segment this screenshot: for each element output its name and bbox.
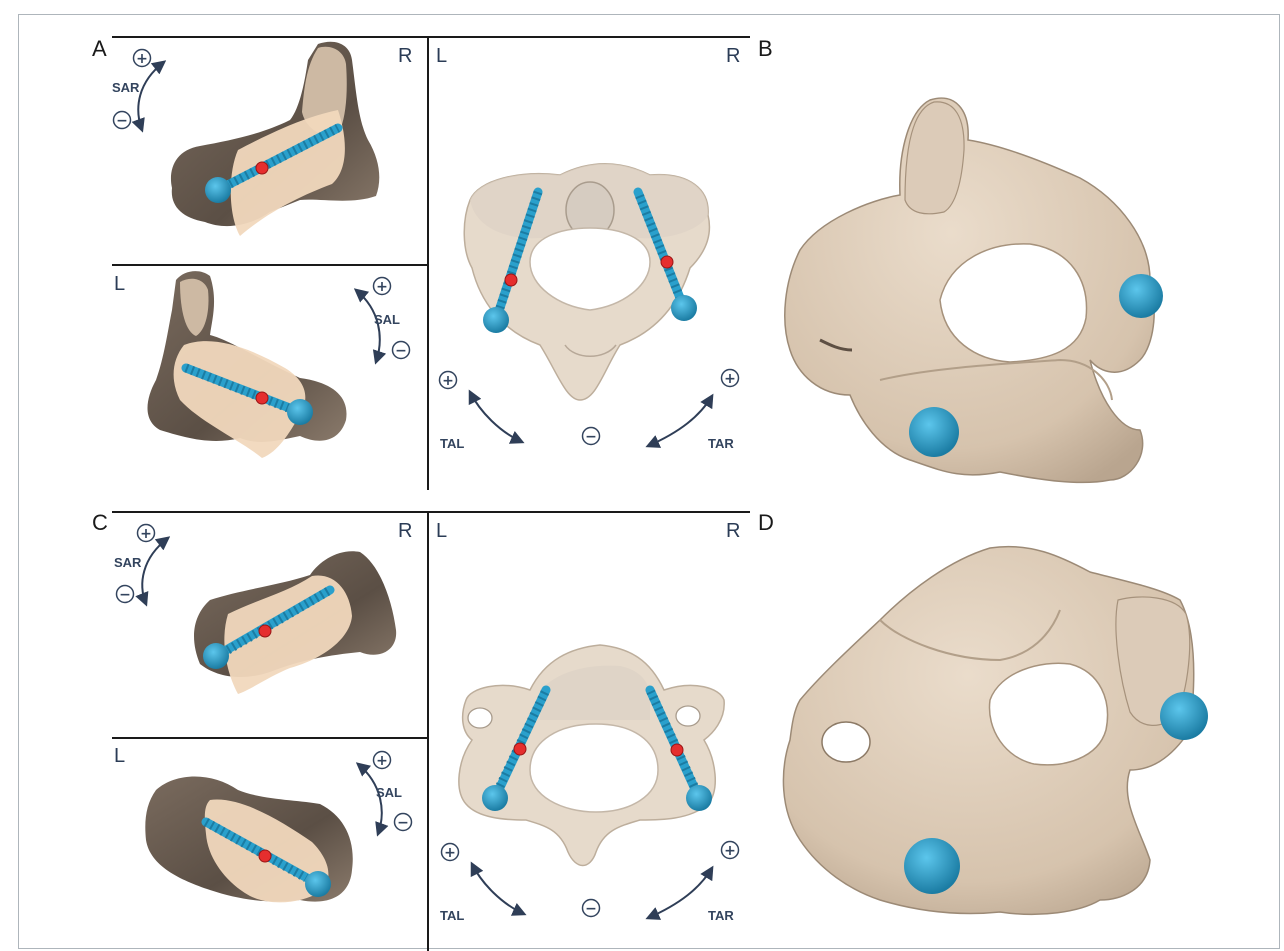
curved-arrow-icon bbox=[648, 868, 712, 918]
side-label-left-c3: L bbox=[436, 520, 447, 542]
vertebra-sagittal-right-c bbox=[194, 551, 396, 694]
screw-head-c2 bbox=[305, 871, 331, 897]
svg-text:−: − bbox=[585, 901, 597, 917]
svg-text:+: + bbox=[724, 843, 736, 859]
screw-head-a3-left bbox=[483, 307, 509, 333]
screw-head-c3-right bbox=[686, 785, 712, 811]
panel-label-d: D bbox=[758, 510, 774, 535]
entry-point-c2 bbox=[259, 850, 271, 862]
sal-indicator-c: + − SAL bbox=[358, 752, 412, 835]
tar-label-c: TAR bbox=[708, 908, 734, 923]
screw-head-a2 bbox=[287, 399, 313, 425]
screw-head-d-right bbox=[1160, 692, 1208, 740]
svg-text:+: + bbox=[444, 845, 456, 861]
vertebra-sagittal-right-a bbox=[171, 42, 379, 236]
tal-label-a: TAL bbox=[440, 436, 464, 451]
svg-text:−: − bbox=[395, 343, 407, 359]
svg-text:+: + bbox=[724, 371, 736, 387]
panel-label-a: A bbox=[92, 36, 107, 61]
curved-arrow-icon bbox=[648, 396, 712, 446]
svg-text:+: + bbox=[376, 279, 388, 295]
svg-text:−: − bbox=[119, 587, 131, 603]
sal-indicator-a: + − SAL bbox=[356, 278, 410, 363]
curved-arrow-icon bbox=[138, 62, 164, 130]
svg-text:−: − bbox=[397, 815, 409, 831]
screw-head-a3-right bbox=[671, 295, 697, 321]
sar-label-a: SAR bbox=[112, 80, 140, 95]
vertebra-sagittal-left-a bbox=[148, 271, 347, 458]
tal-label-c: TAL bbox=[440, 908, 464, 923]
panel-label-c: C bbox=[92, 510, 108, 535]
entry-point-a2 bbox=[256, 392, 268, 404]
curved-arrow-icon bbox=[470, 392, 522, 442]
entry-point-c3-right bbox=[671, 744, 683, 756]
tar-label-a: TAR bbox=[708, 436, 734, 451]
side-label-right-a1: R bbox=[398, 45, 412, 67]
entry-point-c1 bbox=[259, 625, 271, 637]
side-label-left-c2: L bbox=[114, 745, 125, 767]
svg-text:+: + bbox=[136, 51, 148, 67]
entry-point-a3-left bbox=[505, 274, 517, 286]
sal-label-a: SAL bbox=[374, 312, 400, 327]
svg-text:+: + bbox=[442, 373, 454, 389]
screw-head-a1 bbox=[205, 177, 231, 203]
screw-head-b-right bbox=[1119, 274, 1163, 318]
svg-text:−: − bbox=[116, 113, 128, 129]
sar-indicator-c: + − SAR bbox=[114, 525, 168, 605]
side-label-left-a3: L bbox=[436, 45, 447, 67]
entry-point-a3-right bbox=[661, 256, 673, 268]
curved-arrow-icon bbox=[142, 538, 168, 604]
side-label-right-c3: R bbox=[726, 520, 740, 542]
screw-head-c3-left bbox=[482, 785, 508, 811]
entry-point-c3-left bbox=[514, 743, 526, 755]
sar-indicator-a: + − SAR bbox=[112, 50, 164, 131]
side-label-left-a2: L bbox=[114, 273, 125, 295]
screw-head-b-left bbox=[909, 407, 959, 457]
svg-text:−: − bbox=[585, 429, 597, 445]
side-label-right-a3: R bbox=[726, 45, 740, 67]
entry-point-a1 bbox=[256, 162, 268, 174]
panel-label-b: B bbox=[758, 36, 773, 61]
svg-text:+: + bbox=[140, 526, 152, 542]
sal-label-c: SAL bbox=[376, 785, 402, 800]
sar-label-c: SAR bbox=[114, 555, 142, 570]
side-label-right-c1: R bbox=[398, 520, 412, 542]
curved-arrow-icon bbox=[472, 864, 524, 914]
svg-text:+: + bbox=[376, 753, 388, 769]
vertebra-3d-d bbox=[783, 547, 1193, 915]
screw-head-d-left bbox=[904, 838, 960, 894]
vertebra-3d-b bbox=[785, 98, 1154, 482]
screw-head-c1 bbox=[203, 643, 229, 669]
